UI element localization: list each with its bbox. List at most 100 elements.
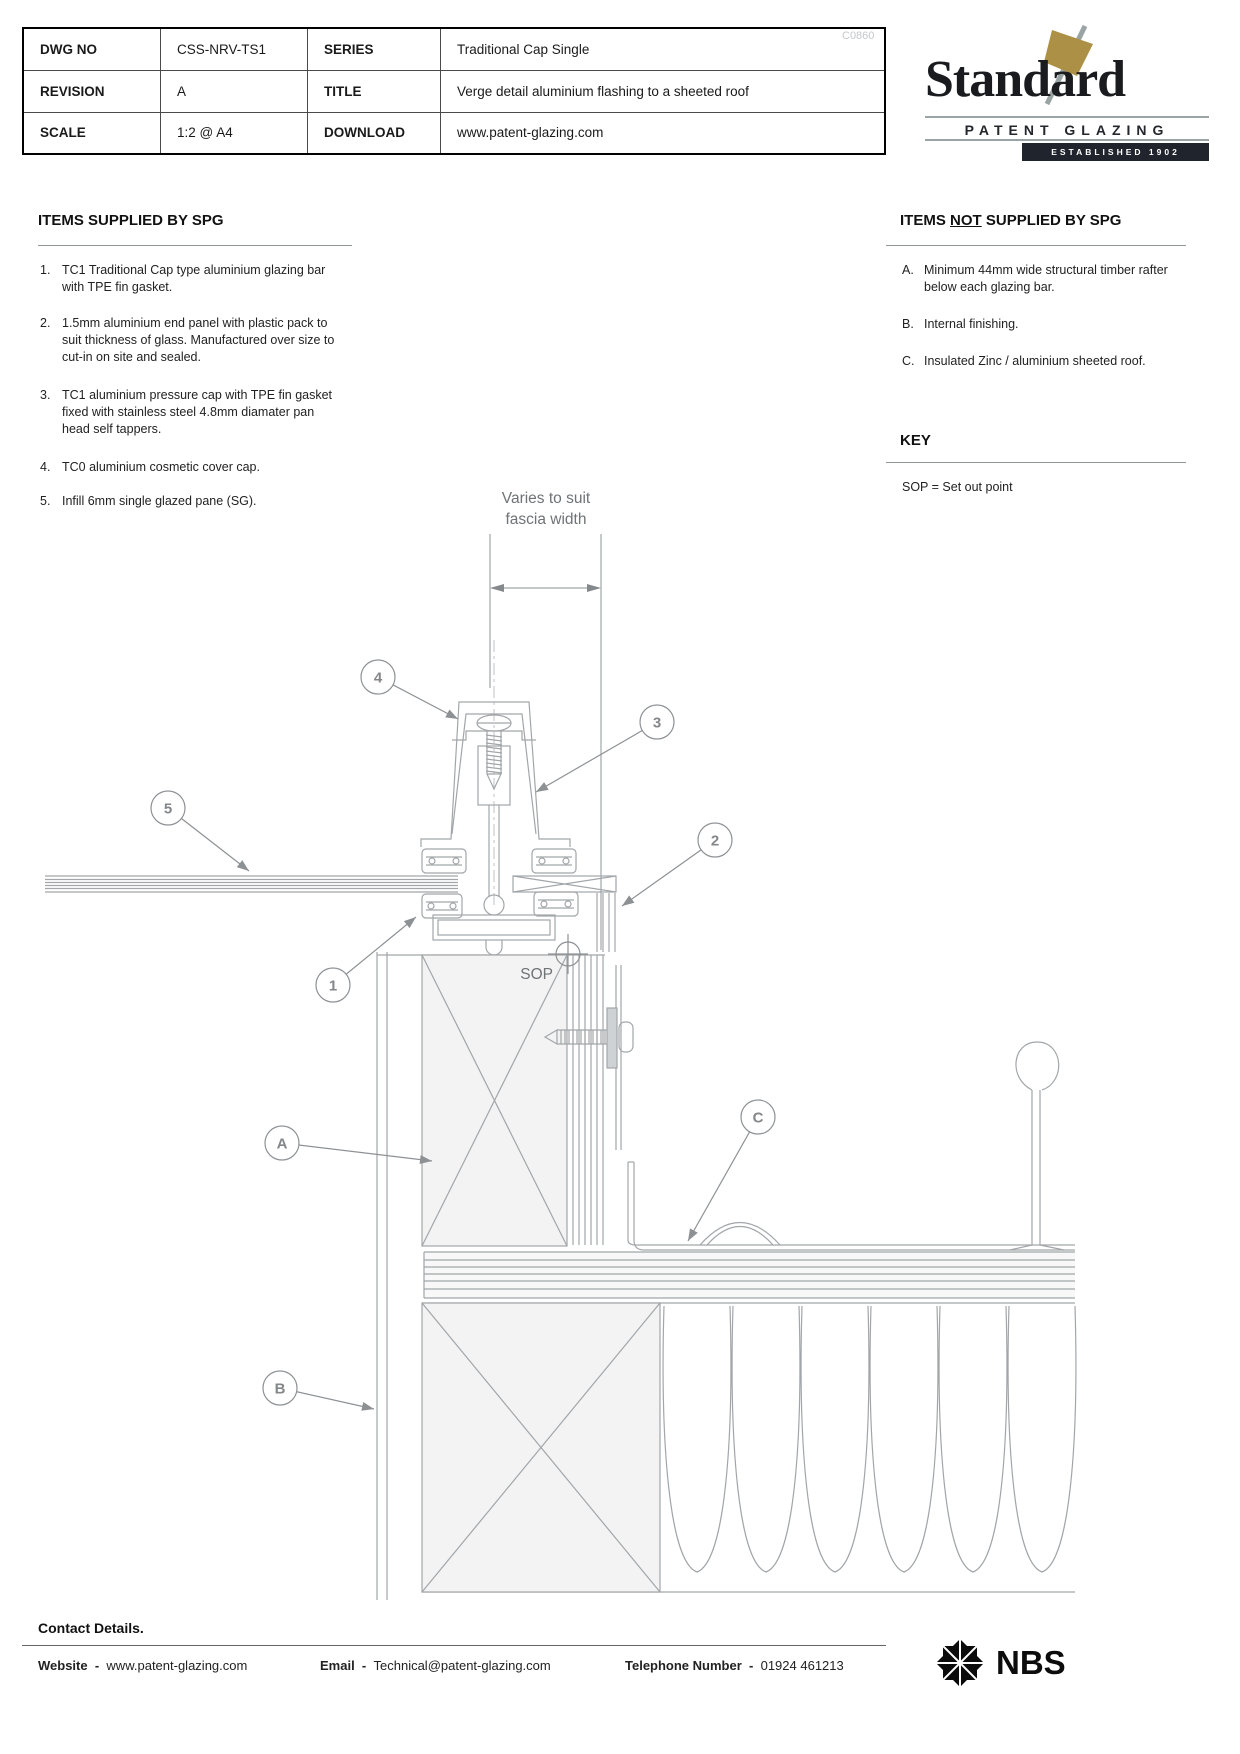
end-panel xyxy=(512,875,617,893)
callout-2-circle xyxy=(697,822,733,858)
title-label: TITLE xyxy=(307,70,440,112)
phone-sep: - xyxy=(749,1658,754,1673)
dwg-no-value: CSS-NRV-TS1 xyxy=(160,29,307,71)
glazed-pane xyxy=(45,875,458,893)
callout-b-label: B xyxy=(275,1381,286,1398)
email-value[interactable]: Technical@patent-glazing.com xyxy=(373,1658,551,1673)
list-item: A. Minimum 44mm wide structural timber r… xyxy=(902,262,1184,296)
series-label: SERIES xyxy=(307,29,440,71)
item-text: TC1 Traditional Cap type aluminium glazi… xyxy=(62,263,326,294)
series-value: Traditional Cap Single xyxy=(440,29,884,71)
heading-not: NOT xyxy=(950,212,982,229)
fascia-board xyxy=(376,952,388,1600)
callout-c-label: C xyxy=(753,1110,764,1127)
callout-a-label: A xyxy=(277,1136,288,1153)
website-sep: - xyxy=(94,1658,100,1673)
dim-label-line2: fascia width xyxy=(506,511,587,528)
footer-rule xyxy=(22,1645,886,1646)
list-item: 3. TC1 aluminium pressure cap with TPE f… xyxy=(40,387,340,438)
title-value: Verge detail aluminium flashing to a she… xyxy=(440,70,884,112)
item-number: 4. xyxy=(40,460,51,474)
list-item: 4. TC0 aluminium cosmetic cover cap. xyxy=(40,459,340,476)
dim-label-line1: Varies to suit xyxy=(502,490,591,507)
nbs-wordmark: NBS xyxy=(996,1644,1066,1681)
cap-screw xyxy=(476,714,512,806)
callout-3-circle xyxy=(639,704,675,740)
item-number: 2. xyxy=(40,316,51,330)
roof-deck-layers xyxy=(423,1251,1075,1299)
item-letter: B. xyxy=(902,317,914,331)
flashing-screw xyxy=(543,1007,634,1069)
item-text: TC0 aluminium cosmetic cover cap. xyxy=(62,460,260,474)
callout-5-circle xyxy=(150,790,186,826)
revision-label: REVISION xyxy=(24,70,160,111)
phone-label: Telephone Number xyxy=(625,1658,742,1673)
download-label: DOWNLOAD xyxy=(307,111,440,153)
supplied-heading: ITEMS SUPPLIED BY SPG xyxy=(38,212,224,229)
heading-pre: ITEMS xyxy=(900,212,951,229)
footer-website: Website - www.patent-glazing.com xyxy=(38,1658,247,1673)
heading-post: SUPPLIED BY SPG xyxy=(981,212,1122,229)
phone-value: 01924 461213 xyxy=(760,1658,844,1673)
lower-timber xyxy=(421,1302,1075,1593)
pressure-cap xyxy=(451,713,537,835)
item-letter: C. xyxy=(902,354,915,368)
gasket-lower-right xyxy=(533,891,579,917)
gasket-upper-right xyxy=(531,848,577,874)
timber-rafter xyxy=(421,954,568,1247)
callout-4-label: 4 xyxy=(374,670,383,687)
item-text: 1.5mm aluminium end panel with plastic p… xyxy=(62,316,335,364)
footer-phone: Telephone Number - 01924 461213 xyxy=(625,1658,844,1673)
list-item: 2. 1.5mm aluminium end panel with plasti… xyxy=(40,315,340,366)
item-number: 1. xyxy=(40,263,51,277)
item-number: 3. xyxy=(40,388,51,402)
sop-label: SOP xyxy=(520,966,553,983)
item-letter: A. xyxy=(902,263,914,277)
logo-established: ESTABLISHED 1902 xyxy=(1022,143,1209,161)
website-label: Website xyxy=(38,1658,88,1673)
callout-a-circle xyxy=(264,1125,300,1161)
callout-3-label: 3 xyxy=(653,715,661,732)
logo-wordmark: Standard xyxy=(925,51,1126,108)
download-value[interactable]: www.patent-glazing.com xyxy=(440,111,884,153)
callout-b-circle xyxy=(262,1370,298,1406)
key-heading: KEY xyxy=(900,432,931,449)
cover-cap xyxy=(420,701,571,847)
callout-1-circle xyxy=(315,967,351,1003)
callout-bubbles xyxy=(150,659,776,1406)
insulation-quilt xyxy=(662,1305,1077,1573)
footer-email: Email - Technical@patent-glazing.com xyxy=(320,1658,551,1673)
scale-value: 1:2 @ A4 xyxy=(160,111,307,153)
email-label: Email xyxy=(320,1658,355,1673)
reference-code: C0860 xyxy=(842,30,875,42)
email-sep: - xyxy=(361,1658,367,1673)
callout-5-label: 5 xyxy=(164,801,172,818)
callout-4-circle xyxy=(360,659,396,695)
list-item: B. Internal finishing. xyxy=(902,316,1184,333)
logo-tagline: PATENT GLAZING xyxy=(964,122,1170,138)
website-value[interactable]: www.patent-glazing.com xyxy=(106,1658,248,1673)
list-item: C. Insulated Zinc / aluminium sheeted ro… xyxy=(902,353,1184,370)
callout-c-circle xyxy=(740,1099,776,1135)
key-entry: SOP = Set out point xyxy=(902,480,1013,494)
item-text: Internal finishing. xyxy=(924,317,1019,331)
gasket-lower-left xyxy=(421,893,463,919)
roof-sheet xyxy=(627,1041,1075,1251)
nbs-logo: NBS xyxy=(930,1632,1090,1694)
revision-value: A xyxy=(160,70,307,112)
standing-seam-clip xyxy=(1009,1041,1065,1251)
dwg-no-label: DWG NO xyxy=(40,42,97,58)
list-item: 5. Infill 6mm single glazed pane (SG). xyxy=(40,493,340,510)
item-text: Insulated Zinc / aluminium sheeted roof. xyxy=(924,354,1146,368)
company-logo: Standard PATENT GLAZING ESTABLISHED 1902 xyxy=(925,24,1209,164)
callout-1-label: 1 xyxy=(329,978,337,995)
item-text: Minimum 44mm wide structural timber raft… xyxy=(924,263,1168,294)
not-supplied-rule xyxy=(886,245,1186,246)
contact-details-heading: Contact Details. xyxy=(38,1620,144,1636)
not-supplied-heading: ITEMS NOT SUPPLIED BY SPG xyxy=(900,212,1121,229)
key-rule xyxy=(886,462,1186,463)
nbs-star-icon xyxy=(934,1637,986,1689)
supplied-list: 1. TC1 Traditional Cap type aluminium gl… xyxy=(40,262,340,529)
sop-marker xyxy=(548,934,588,974)
